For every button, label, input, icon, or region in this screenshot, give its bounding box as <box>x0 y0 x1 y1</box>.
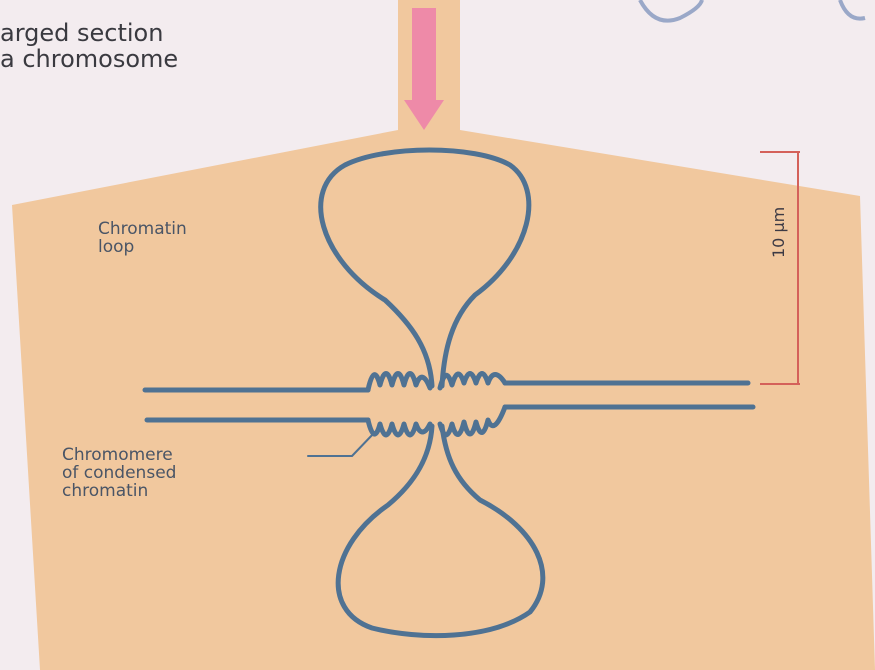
arrow-shaft <box>412 8 436 108</box>
top-right-decor-2 <box>840 0 865 19</box>
chromatin-loop-label: Chromatin loop <box>98 220 187 256</box>
scale-bar-label: 10 µm <box>770 207 788 258</box>
chromatin-loop-label-line2: loop <box>98 238 187 256</box>
chromatin-loop-label-line1: Chromatin <box>98 220 187 238</box>
chromomere-label-line2: of condensed <box>62 464 176 482</box>
chromomere-label: Chromomere of condensed chromatin <box>62 446 176 500</box>
header-caption-line2: a chromosome <box>0 46 178 72</box>
header-caption: arged section a chromosome <box>0 20 178 72</box>
header-caption-line1: arged section <box>0 20 178 46</box>
chromomere-label-line1: Chromomere <box>62 446 176 464</box>
chromomere-label-line3: chromatin <box>62 482 176 500</box>
top-right-decor <box>640 0 702 21</box>
